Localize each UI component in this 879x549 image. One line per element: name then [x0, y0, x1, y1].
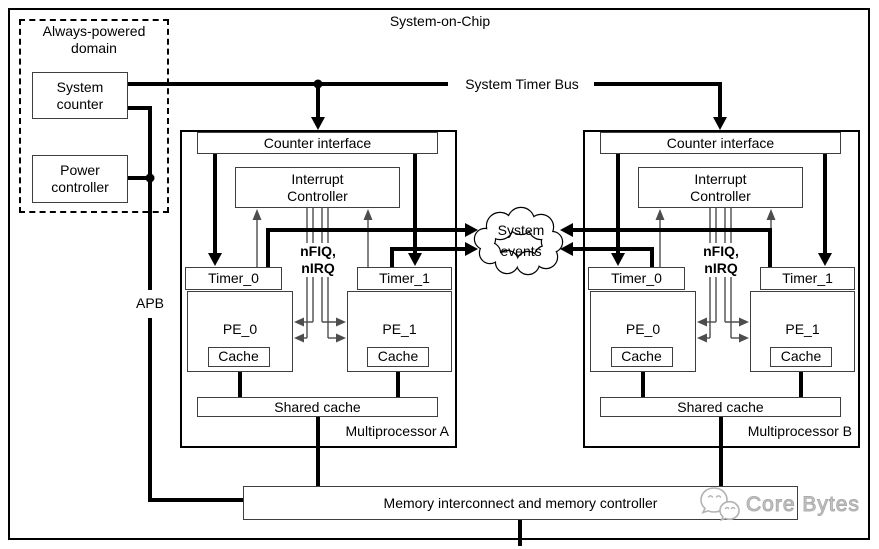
- pe0-b-label: PE_0: [625, 321, 661, 337]
- thick-arrowheads: [208, 117, 832, 266]
- soc-boundary-box: [8, 8, 870, 540]
- multiprocessor-a-box: Counter interface Interrupt Controller n…: [180, 130, 457, 448]
- junction-dots: [145, 79, 323, 183]
- pe1-a-box: PE_1 Cache: [347, 291, 452, 372]
- timer1-a-to-events: [390, 247, 466, 267]
- power-controller-box: Power controller: [32, 155, 128, 203]
- pe1-a-label: PE_1: [382, 321, 417, 337]
- page-title: System-on-Chip: [389, 13, 491, 29]
- counter-interface-a: Counter interface: [197, 132, 438, 154]
- memory-interconnect-box: Memory interconnect and memory controlle…: [243, 486, 798, 520]
- apb-line-lower: [148, 318, 243, 502]
- thin-arrowheads-b: [655, 209, 776, 343]
- pe0-a-label: PE_0: [222, 321, 258, 337]
- system-timer-bus-label: System Timer Bus: [450, 76, 594, 92]
- multiprocessor-b-box: Counter interface Interrupt Controller n…: [583, 130, 860, 448]
- bus-junction-dot: [313, 79, 323, 89]
- thin-arrowheads-a: [252, 209, 373, 343]
- interrupt-controller-b: Interrupt Controller: [638, 167, 803, 208]
- cache-b0-box: Cache: [610, 346, 673, 367]
- system-events-label-line1: System: [497, 222, 545, 238]
- timer1-b-to-events: [572, 228, 772, 267]
- timer0-a-box: Timer_0: [185, 267, 282, 290]
- system-events-cloud-shape: [473, 206, 564, 276]
- thick-bus-lines: [127, 82, 827, 546]
- always-powered-domain-label: Always-powered domain: [42, 23, 146, 56]
- pe1-b-label: PE_1: [785, 321, 820, 337]
- apb-line-upper: [127, 106, 152, 290]
- timer0-b-box: Timer_0: [588, 267, 685, 290]
- timer0-a-to-events: [266, 228, 466, 267]
- cache-a1-box: Cache: [367, 346, 429, 367]
- shared-cache-a-box: Shared cache: [197, 397, 438, 417]
- shared-cache-b-box: Shared cache: [600, 397, 841, 417]
- timer1-a-box: Timer_1: [357, 267, 452, 290]
- cache-a0-box: Cache: [207, 346, 270, 367]
- apb-junction-dot: [145, 173, 155, 183]
- always-powered-domain-box: [19, 19, 169, 213]
- multiprocessor-b-label: Multiprocessor B: [747, 423, 852, 439]
- nfiq-nirq-label-a: nFIQ, nIRQ: [291, 243, 345, 277]
- apb-label: APB: [135, 295, 164, 311]
- counter-interface-b: Counter interface: [600, 132, 841, 154]
- pe1-b-box: PE_1 Cache: [750, 291, 855, 372]
- system-timer-bus-line-right: [592, 82, 722, 119]
- multiprocessor-a-label: Multiprocessor A: [345, 423, 449, 439]
- nfiq-nirq-label-b: nFIQ, nIRQ: [694, 243, 748, 277]
- pe0-a-box: PE_0 Cache: [187, 291, 293, 372]
- timer0-b-to-events: [572, 247, 654, 267]
- timer1-b-box: Timer_1: [760, 267, 855, 290]
- cache-b1-box: Cache: [770, 346, 832, 367]
- pe0-b-box: PE_0 Cache: [590, 291, 696, 372]
- interrupt-controller-a: Interrupt Controller: [235, 167, 400, 208]
- system-counter-box: System counter: [32, 72, 128, 119]
- system-events-label-line2: events: [500, 243, 542, 259]
